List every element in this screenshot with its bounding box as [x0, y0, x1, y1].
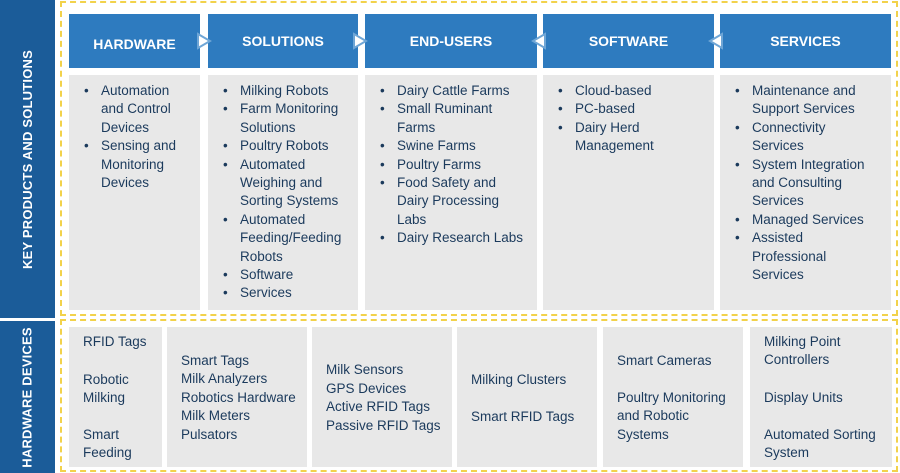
header-solutions: SOLUTIONS: [208, 14, 358, 68]
list-item: Sensing and Monitoring Devices: [82, 137, 190, 192]
arrow-right-icon: [353, 32, 368, 50]
list-item: Poultry Farms: [378, 156, 527, 175]
hardware-device-box: Milking Clusters Smart RFID Tags: [457, 327, 597, 467]
device-label: Smart Cameras: [617, 353, 712, 368]
hardware-devices-frame: [60, 319, 898, 472]
services-list: Maintenance and Support Services Connect…: [733, 82, 881, 284]
list-item: Connectivity Services: [733, 119, 881, 156]
list-item: Swine Farms: [378, 137, 527, 156]
device-label: RFID Tags: [83, 334, 147, 349]
hardware-device-box: RFID Tags Robotic Milking Smart Feeding: [69, 327, 162, 467]
arrow-left-icon: [531, 32, 546, 50]
list-item: Assisted Professional Services: [733, 229, 881, 284]
device-label: Milk Sensors: [326, 362, 404, 377]
device-label: Milking Clusters: [471, 372, 567, 387]
device-label: Poultry Monitoring and Robotic Systems: [617, 390, 726, 442]
device-label: Active RFID Tags: [326, 399, 431, 414]
services-list-panel: Maintenance and Support Services Connect…: [720, 75, 891, 310]
key-products-side-label-text: KEY PRODUCTS AND SOLUTIONS: [20, 49, 35, 269]
list-item: Automation and Control Devices: [82, 82, 190, 137]
device-label: Automated Sorting System: [764, 427, 876, 461]
list-item: Automated Weighing and Sorting Systems: [221, 156, 348, 211]
list-item: Dairy Research Labs: [378, 229, 527, 248]
list-item: Maintenance and Support Services: [733, 82, 881, 119]
software-list-panel: Cloud-based PC-based Dairy Herd Manageme…: [543, 75, 714, 310]
hardware-list-panel: Automation and Control Devices Sensing a…: [69, 75, 200, 310]
device-label: Milk Meters: [181, 408, 251, 423]
list-item: Dairy Cattle Farms: [378, 82, 527, 101]
header-end-users: END-USERS: [365, 14, 537, 68]
hardware-device-box: Milking Point Controllers Display Units …: [750, 327, 892, 467]
solutions-list: Milking Robots Farm Monitoring Solutions…: [221, 82, 348, 303]
list-item: Services: [221, 284, 348, 303]
device-label: Robotics Hardware: [181, 390, 296, 405]
list-item: Food Safety and Dairy Processing Labs: [378, 174, 527, 229]
list-item: Dairy Herd Management: [556, 119, 704, 156]
header-software: SOFTWARE: [543, 14, 714, 68]
hardware-devices-side-label: HARDWARE DEVICES: [0, 321, 55, 473]
device-label: Passive RFID Tags: [326, 418, 441, 433]
list-item: Automated Feeding/Feeding Robots: [221, 211, 348, 266]
header-services: SERVICES: [720, 14, 891, 68]
device-label: Milk Analyzers: [181, 371, 268, 386]
device-label: Robotic Milking: [83, 372, 129, 406]
device-label: Pulsators: [181, 427, 238, 442]
list-item: Software: [221, 266, 348, 285]
end-users-list-panel: Dairy Cattle Farms Small Ruminant Farms …: [365, 75, 537, 310]
device-label: Display Units: [764, 390, 843, 405]
key-products-frame: [60, 1, 898, 316]
list-item: System Integration and Consulting Servic…: [733, 156, 881, 211]
list-item: Milking Robots: [221, 82, 348, 101]
list-item: PC-based: [556, 100, 704, 119]
list-item: Managed Services: [733, 211, 881, 230]
hardware-device-box: Smart Cameras Poultry Monitoring and Rob…: [603, 327, 743, 467]
list-item: Poultry Robots: [221, 137, 348, 156]
device-label: Smart RFID Tags: [471, 409, 575, 424]
hardware-devices-side-label-text: HARDWARE DEVICES: [20, 326, 35, 468]
device-label: GPS Devices: [326, 381, 407, 396]
device-label: Smart Tags: [181, 353, 250, 368]
arrow-right-icon: [197, 32, 212, 50]
hardware-device-box: Smart Tags Milk Analyzers Robotics Hardw…: [167, 327, 307, 467]
list-item: Cloud-based: [556, 82, 704, 101]
device-label: Smart Feeding: [83, 427, 132, 461]
device-label: Milking Point Controllers: [764, 334, 841, 368]
hardware-list: Automation and Control Devices Sensing a…: [82, 82, 190, 192]
list-item: Farm Monitoring Solutions: [221, 100, 348, 137]
arrow-left-icon: [708, 32, 723, 50]
list-item: Small Ruminant Farms: [378, 100, 527, 137]
software-list: Cloud-based PC-based Dairy Herd Manageme…: [556, 82, 704, 156]
header-hardware: HARDWARE: [69, 14, 200, 68]
key-products-side-label: KEY PRODUCTS AND SOLUTIONS: [0, 0, 55, 318]
end-users-list: Dairy Cattle Farms Small Ruminant Farms …: [378, 82, 527, 248]
solutions-list-panel: Milking Robots Farm Monitoring Solutions…: [208, 75, 358, 310]
hardware-device-box: Milk Sensors GPS Devices Active RFID Tag…: [312, 327, 452, 467]
